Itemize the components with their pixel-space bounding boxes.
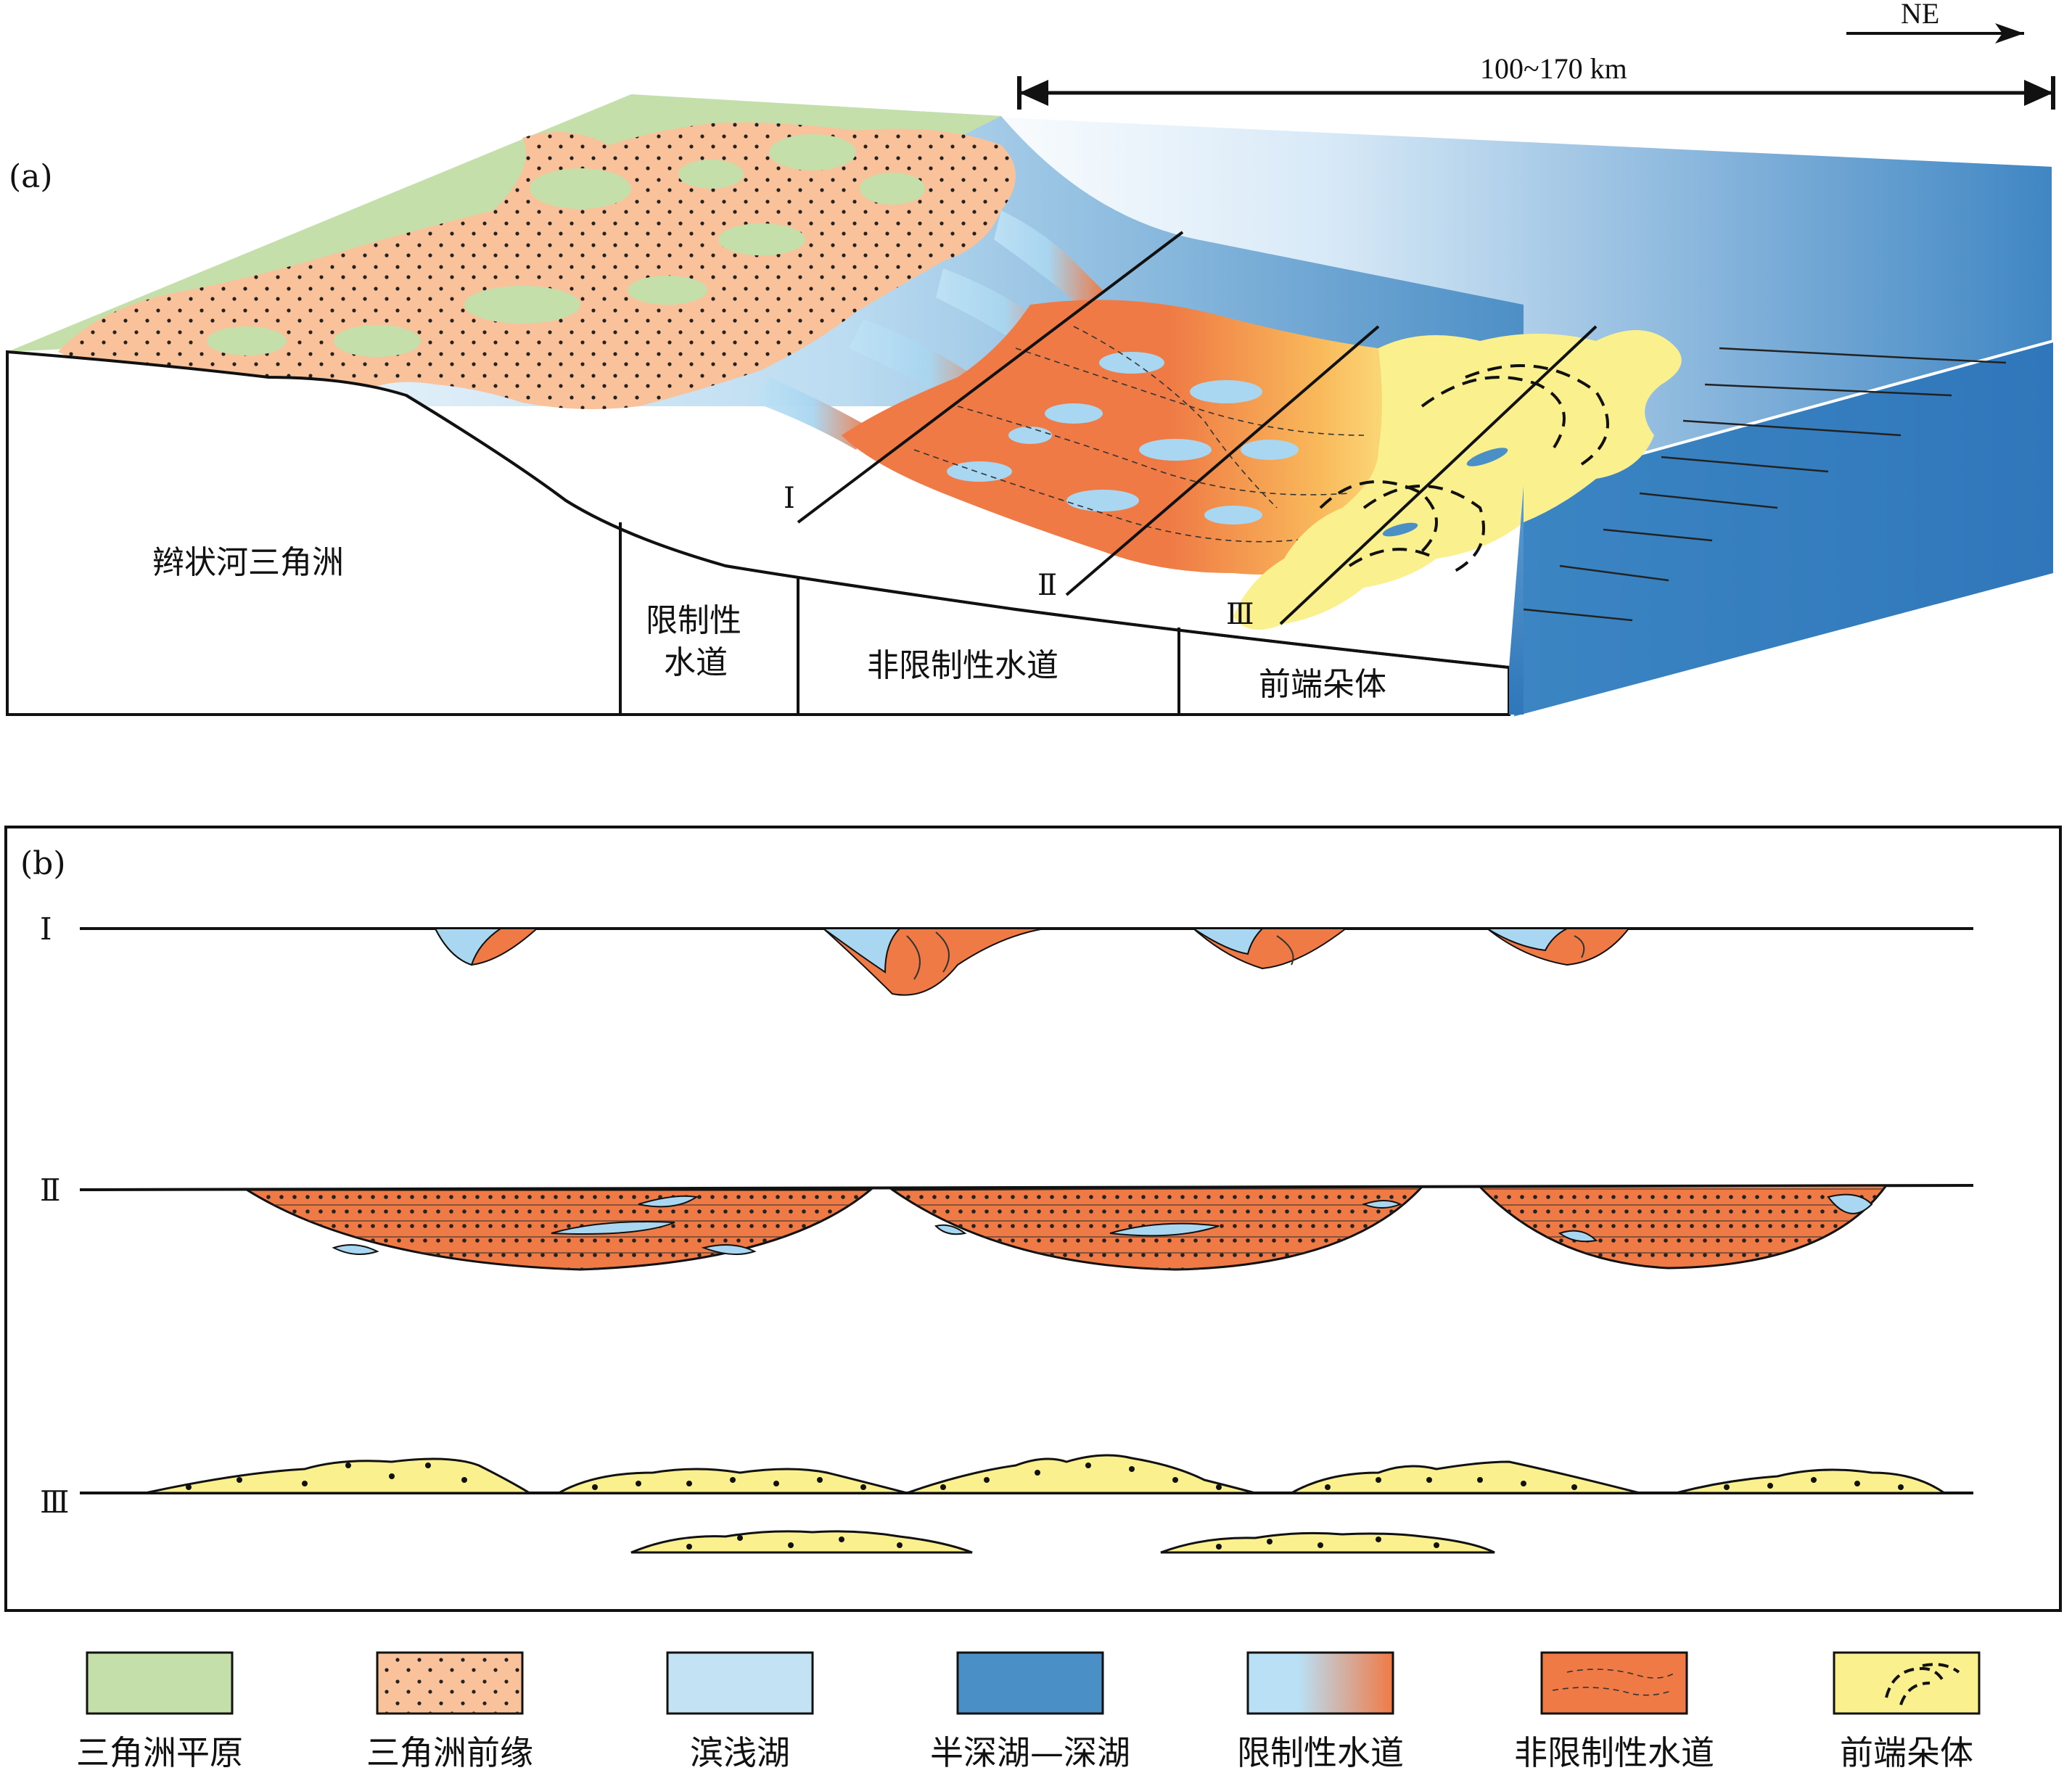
legend-label-unrestricted-channel: 非限制性水道 xyxy=(1514,1733,1714,1772)
frontal-lobe-zone xyxy=(1233,330,1682,630)
panel-b: (b) Ⅰ Ⅱ xyxy=(4,826,2062,1612)
zone-restricted-label-2: 水道 xyxy=(664,644,728,681)
legend-label-delta-plain: 三角洲平原 xyxy=(76,1733,243,1772)
profile-3: Ⅲ xyxy=(40,1454,1973,1554)
profile-b-label-2: Ⅱ xyxy=(40,1175,61,1208)
legend-label-shallow-lake: 滨浅湖 xyxy=(690,1733,790,1772)
profile-2: Ⅱ xyxy=(40,1175,1974,1271)
profile-label-2: Ⅱ xyxy=(1037,569,1057,601)
profile-2-shale-lenses xyxy=(332,1193,1873,1255)
profile-b-label-3: Ⅲ xyxy=(40,1486,70,1520)
zone-unrestricted-label: 非限制性水道 xyxy=(867,647,1058,684)
profile-1: Ⅰ xyxy=(40,913,1973,996)
legend-label-delta-front: 三角洲前缘 xyxy=(366,1733,533,1772)
legend-item-unrestricted-channel: 非限制性水道 xyxy=(1514,1651,1714,1772)
legend-label-restricted-channel: 限制性水道 xyxy=(1237,1733,1404,1772)
panel-a-label: (a) xyxy=(9,158,53,195)
legend-item-restricted-channel: 限制性水道 xyxy=(1237,1651,1404,1772)
channel-dashes xyxy=(913,326,1365,543)
zone-lobe-label: 前端朵体 xyxy=(1259,666,1386,703)
block-right-face xyxy=(1513,341,2053,717)
channel-bars xyxy=(947,352,1299,525)
profile-b-label-1: Ⅰ xyxy=(40,913,52,947)
profile-1-channels xyxy=(434,928,1631,996)
profile-label-1: Ⅰ xyxy=(784,482,795,514)
legend-item-shallow-lake: 滨浅湖 xyxy=(666,1651,814,1772)
legend-label-deep-lake: 半深湖—深湖 xyxy=(930,1733,1130,1772)
legend: 三角洲平原 三角洲前缘 滨浅湖 半深湖—深湖 限制性水道 非限制性水道 xyxy=(76,1651,1981,1772)
zone-restricted-label-1: 限制性 xyxy=(646,602,741,639)
scale-label: 100~170 km xyxy=(1480,52,1627,85)
legend-item-delta-front: 三角洲前缘 xyxy=(366,1651,533,1772)
profile-lines xyxy=(797,231,1598,625)
legend-item-deep-lake: 半深湖—深湖 xyxy=(930,1651,1130,1772)
zone-delta-label: 辫状河三角洲 xyxy=(152,544,344,581)
scale-bar: 100~170 km xyxy=(1017,52,2055,110)
profile-3-lobe-dots xyxy=(186,1463,1904,1550)
legend-label-frontal-lobe: 前端朵体 xyxy=(1840,1733,1973,1772)
panel-a: (a) NE 100~170 km xyxy=(6,0,2055,717)
profile-1-lamination xyxy=(906,931,1585,980)
lobe-dashed-arcs xyxy=(1319,364,1609,575)
panel-b-frame xyxy=(4,826,2062,1612)
ne-label: NE xyxy=(1901,0,1939,30)
legend-item-frontal-lobe: 前端朵体 xyxy=(1833,1651,1981,1772)
north-east-arrow: NE xyxy=(1846,0,2024,44)
profile-3-lobes xyxy=(144,1454,1948,1554)
unrestricted-channel-zone xyxy=(842,300,1436,575)
delta-front xyxy=(58,122,1016,409)
zone-dividers xyxy=(619,522,1180,715)
lobe-lake-patches xyxy=(1382,448,1508,537)
legend-item-delta-plain: 三角洲平原 xyxy=(76,1651,243,1772)
panel-b-label: (b) xyxy=(20,845,66,882)
deep-water-strata xyxy=(1523,347,2007,622)
profile-label-3: Ⅲ xyxy=(1226,598,1254,630)
